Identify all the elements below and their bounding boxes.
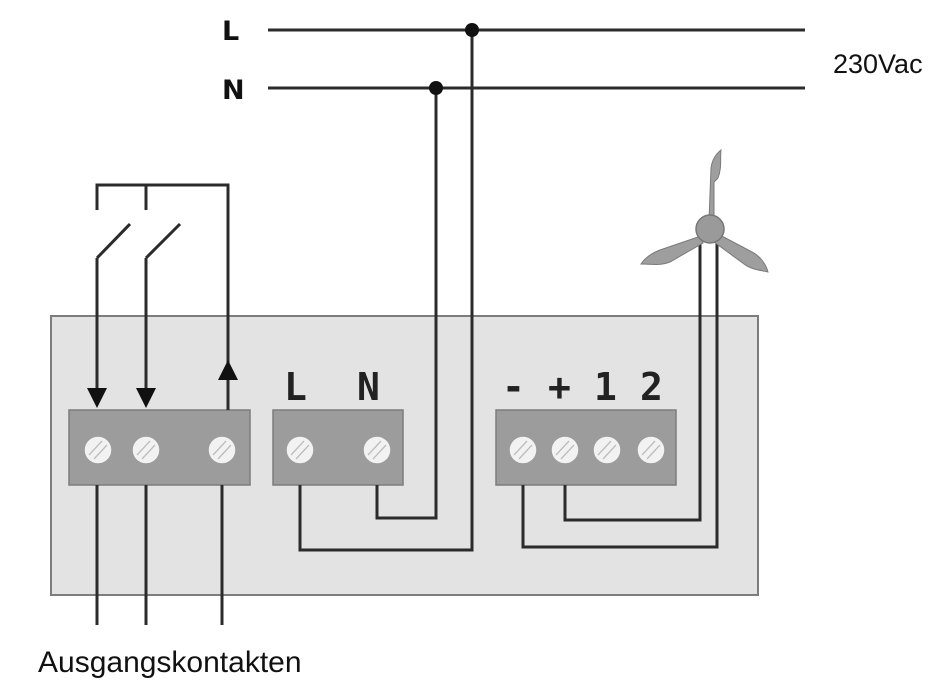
wire-sensor-plus — [563, 238, 702, 522]
junction-n — [429, 81, 443, 95]
screw-terminal-icon — [131, 435, 161, 465]
arrow-up-icon — [218, 360, 238, 380]
screw-terminal-icon — [592, 435, 622, 465]
terminal-label-1: 1 — [594, 365, 617, 409]
output-caption: Ausgangskontakten — [38, 646, 302, 679]
voltage-label: 230Vac — [833, 49, 923, 79]
arrow-down-icon — [87, 388, 107, 408]
relay-switch-icon — [87, 183, 238, 410]
wire-terminal-l-to-supply — [298, 30, 474, 552]
screw-terminal-icon — [207, 435, 237, 465]
screw-terminal-icon — [550, 435, 580, 465]
arrow-down-icon — [136, 388, 156, 408]
terminal-label-plus: + — [548, 365, 571, 409]
terminal-label-l: L — [284, 365, 307, 409]
terminal-label-minus: - — [502, 365, 525, 409]
screw-terminal-icon — [508, 435, 538, 465]
screw-terminal-icon — [636, 435, 666, 465]
terminal-label-2: 2 — [640, 365, 663, 409]
power-terminal-block — [272, 409, 404, 486]
junction-l — [465, 23, 479, 37]
wire-sensor-minus — [521, 238, 719, 549]
screw-terminal-icon — [285, 435, 315, 465]
screw-terminal-icon — [83, 435, 113, 465]
output-terminal-block — [68, 409, 251, 486]
sensor-terminal-block — [495, 409, 677, 486]
terminal-label-n: N — [357, 365, 380, 409]
supply-label-n: N — [222, 75, 245, 106]
wind-sensor-icon — [640, 148, 769, 273]
screw-terminal-icon — [362, 435, 392, 465]
supply-label-l: L — [222, 16, 239, 47]
wire-terminal-n-to-supply — [375, 88, 438, 520]
